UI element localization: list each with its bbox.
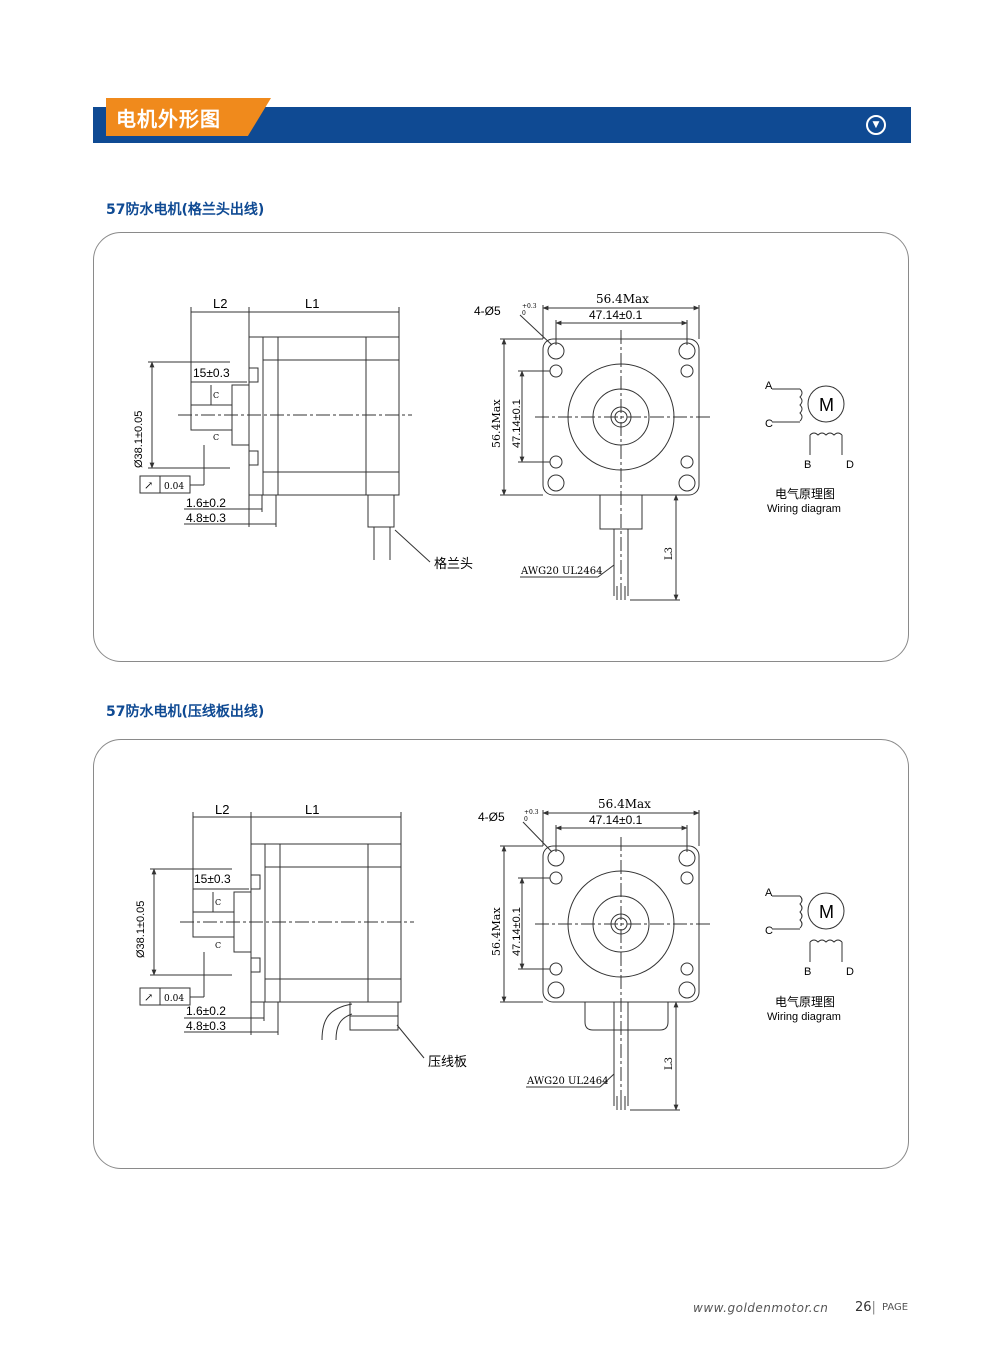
dim-width-max: 56.4Max (596, 292, 649, 306)
cable-spec: AWG20 UL2464 (520, 566, 603, 577)
runout-value-b: 0.04 (164, 994, 184, 1004)
front-view-clamp (500, 810, 710, 1111)
dim-height-max-b: 56.4Max (490, 907, 503, 956)
wire-a: A (765, 380, 773, 392)
page-number-value: 26 (855, 1300, 872, 1315)
dim-l2-b: L2 (215, 802, 229, 817)
dim-shaft-length-b: 15±0.3 (194, 872, 231, 886)
footer-url: www.goldenmotor.cn (693, 1301, 829, 1315)
holes-spec-b: 4-Ø5 (478, 810, 505, 824)
wiring-title-cn-2: 电气原理图 (775, 994, 835, 1009)
callout-clamp: 压线板 (428, 1055, 467, 1070)
page-title: 电机外形图 (116, 107, 221, 131)
wire-d: D (846, 459, 854, 471)
dim-height-max: 56.4Max (490, 399, 503, 448)
dim-l3: L3 (664, 547, 675, 560)
wiring-title-en: Wiring diagram (767, 503, 841, 515)
dim-l1-b: L1 (305, 802, 319, 817)
callout-gland: 格兰头 (434, 556, 473, 572)
runout-symbol-b: ↗ (144, 991, 153, 1004)
dim-l2: L2 (213, 296, 227, 311)
wiring-diagram-1 (772, 385, 845, 455)
dim-l3-b: L3 (664, 1057, 675, 1070)
dim-pilot-dia-b: Ø38.1±0.05 (135, 901, 147, 958)
cable-spec-b: AWG20 UL2464 (526, 1076, 609, 1087)
dim-shaft-length: 15±0.3 (193, 366, 230, 380)
wiring-title-cn: 电气原理图 (775, 486, 835, 501)
drawing-panel-gland (93, 232, 909, 662)
chevron-down-circle-icon[interactable]: ▼ (866, 115, 886, 135)
section-title-clamp: 57防水电机(压线板出线) (106, 704, 265, 720)
dim-pilot-dia: Ø38.1±0.05 (133, 411, 145, 468)
page-label: PAGE (882, 1302, 909, 1313)
dim-width-max-b: 56.4Max (598, 797, 651, 811)
dim-hole-pitch-b: 47.14±0.1 (589, 813, 643, 827)
hole-tol-lower-b: 0 (524, 816, 528, 823)
wire-b: B (804, 459, 811, 471)
dim-hole-pitch-v: 47.14±0.1 (511, 399, 523, 448)
motor-symbol-2: M (819, 902, 834, 922)
motor-symbol: M (819, 395, 834, 415)
wire-b-2: B (804, 966, 811, 978)
hole-tol-lower: 0 (522, 310, 526, 317)
flat-label-1: C (213, 391, 219, 400)
header-tab (106, 98, 271, 136)
side-view-gland (139, 307, 431, 563)
runout-value: 0.04 (164, 482, 184, 492)
section-title-gland: 57防水电机(格兰头出线) (106, 202, 265, 218)
wire-a-2: A (765, 887, 773, 899)
wiring-title-en-2: Wiring diagram (767, 1011, 841, 1023)
dim-1-6-b: 1.6±0.2 (186, 1004, 226, 1018)
flat-label-b2: C (215, 941, 221, 950)
flat-label-b1: C (215, 898, 221, 907)
wire-c-2: C (765, 925, 773, 937)
holes-spec: 4-Ø5 (474, 304, 501, 318)
runout-symbol: ↗ (144, 479, 153, 492)
drawing-panel-clamp (93, 739, 909, 1169)
side-view-clamp (139, 812, 425, 1059)
dim-4-8: 4.8±0.3 (186, 511, 226, 525)
wire-c: C (765, 418, 773, 430)
flat-label-2: C (213, 433, 219, 442)
wiring-diagram-2 (772, 892, 845, 962)
page-number: 26| (855, 1300, 876, 1315)
dim-l1: L1 (305, 296, 319, 311)
wire-d-2: D (846, 966, 854, 978)
hole-tol-upper-b: +0.3 (524, 809, 539, 816)
dim-1-6: 1.6±0.2 (186, 496, 226, 510)
hole-tol-upper: +0.3 (522, 303, 537, 310)
dim-hole-pitch-v-b: 47.14±0.1 (511, 907, 523, 956)
front-view-gland (500, 305, 710, 601)
dim-hole-pitch: 47.14±0.1 (589, 308, 643, 322)
dim-4-8-b: 4.8±0.3 (186, 1019, 226, 1033)
